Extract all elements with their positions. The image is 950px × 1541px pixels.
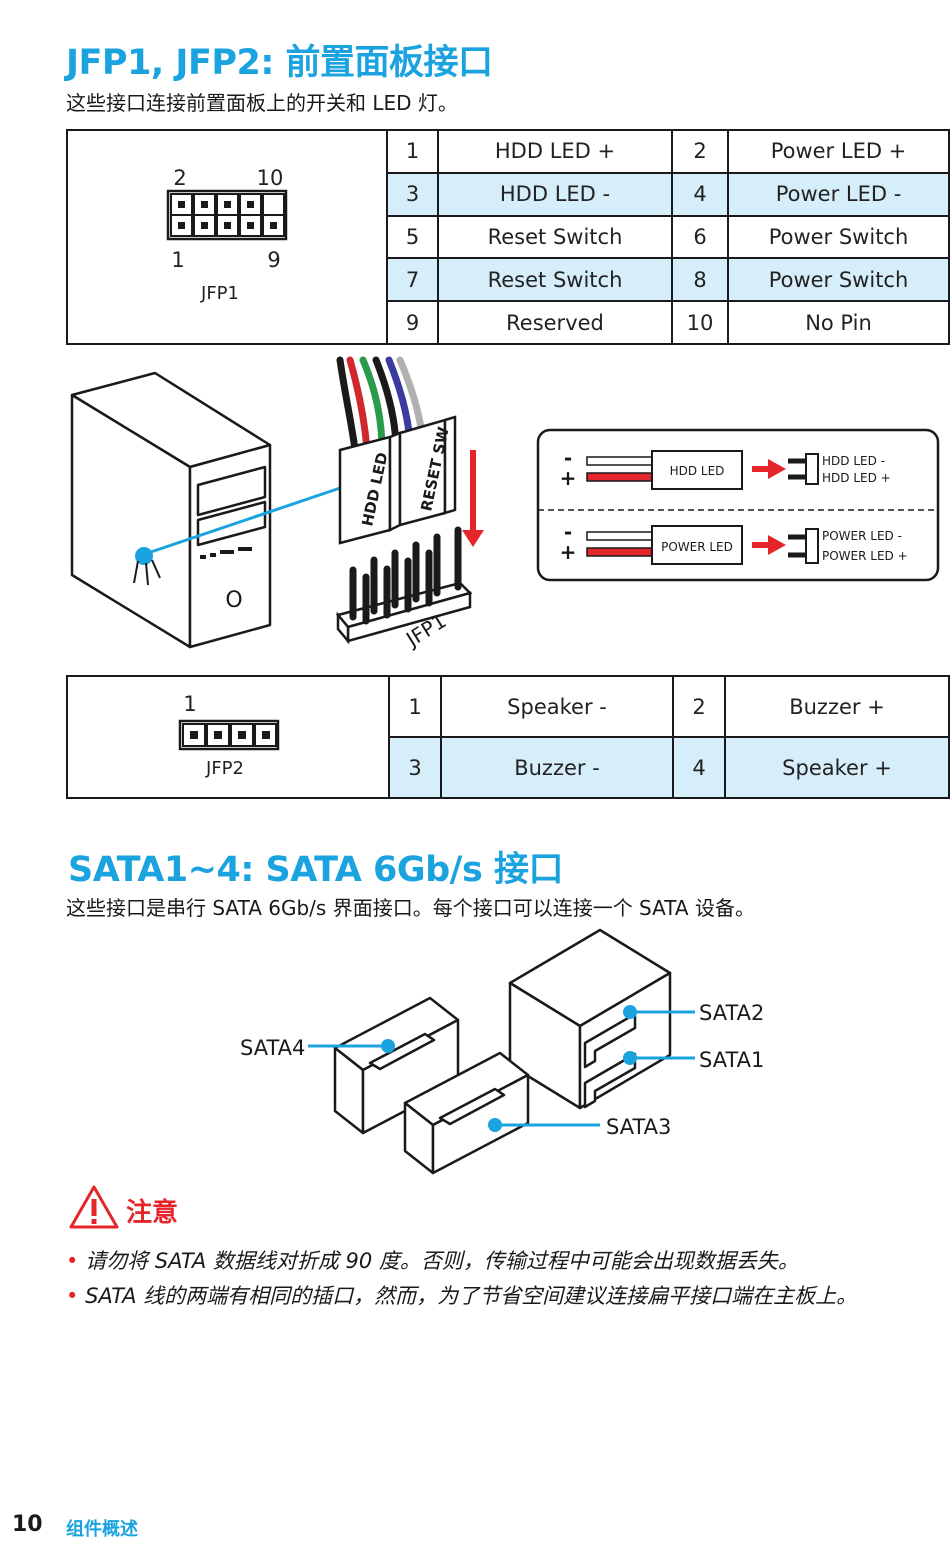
sata2-label: SATA2 xyxy=(699,1001,764,1025)
pin-name: Speaker - xyxy=(440,675,674,738)
sata1-label: SATA1 xyxy=(699,1048,764,1072)
section-intro-jfp: 这些接口连接前置面板上的开关和 LED 灯。 xyxy=(66,91,458,115)
pin-number: 2 xyxy=(672,675,726,738)
pin-name: Buzzer - xyxy=(440,736,674,799)
pin-number: 1 xyxy=(388,675,442,738)
pin-name: Reset Switch xyxy=(437,214,673,260)
table-row: 3 HDD LED - 4 Power LED - xyxy=(67,171,950,217)
pin-number: 8 xyxy=(671,257,729,303)
sata3-label: SATA3 xyxy=(606,1115,671,1139)
pin-name: Power Switch xyxy=(727,214,950,260)
section-intro-sata: 这些接口是串行 SATA 6Gb/s 界面接口。每个接口可以连接一个 SATA … xyxy=(66,896,755,920)
pin-name: HDD LED + xyxy=(437,129,673,174)
pin-number: 9 xyxy=(386,300,439,345)
pin-number: 4 xyxy=(672,736,726,799)
sata-ports-illustration: SATA4 SATA2 SATA1 SATA3 xyxy=(240,928,764,1175)
cable-label: HDD LED xyxy=(670,464,725,478)
jfp2-diagram-label: JFP2 xyxy=(205,758,244,779)
pin-number: 4 xyxy=(671,171,729,217)
table-row: 5 Reset Switch 6 Power Switch xyxy=(67,214,950,260)
jfp1-diagram-label: JFP1 xyxy=(200,283,239,304)
pin-number-label: 1 xyxy=(171,248,184,272)
jfp1-pin-table: 2 10 1 9 JFP1 1 HDD LED + 2 Power LED + … xyxy=(66,129,950,345)
table-row: 7 Reset Switch 8 Power Switch xyxy=(67,257,950,303)
jfp1-header-diagram: 2 10 1 9 JFP1 xyxy=(66,129,388,345)
pin-name: Reserved xyxy=(437,300,673,345)
pin-name: HDD LED - xyxy=(437,171,673,217)
svg-text:O: O xyxy=(225,588,242,613)
table-row: 3 Buzzer - 4 Speaker + xyxy=(67,736,950,799)
pin-number: 5 xyxy=(386,214,439,260)
jfp2-header-diagram: 1 JFP2 xyxy=(66,675,390,799)
table-row: 2 10 1 9 JFP1 1 HDD LED + 2 Power LED + xyxy=(66,129,950,345)
pin-name: Reset Switch xyxy=(437,257,673,303)
pin-number: 1 xyxy=(386,129,439,174)
pin-name: Power LED + xyxy=(727,129,950,174)
pin-name: Buzzer + xyxy=(724,675,950,738)
bullet-icon: • xyxy=(66,1249,79,1273)
jfp2-pin-table: 1 JFP2 1 Speaker - 2 Buzzer + 3 Buzzer -… xyxy=(66,675,950,799)
pc-case-icon xyxy=(70,371,272,649)
pin-number: 10 xyxy=(671,300,729,345)
pin-name: Power Switch xyxy=(727,257,950,303)
pin-name: No Pin xyxy=(727,300,950,345)
sata4-label: SATA4 xyxy=(240,1036,305,1060)
caution-item: • SATA 线的两端有相同的插口，然而，为了节省空间建议连接扁平接口端在主板上… xyxy=(66,1280,857,1310)
pin-number-label: 9 xyxy=(267,248,280,272)
caution-text: 请勿将 SATA 数据线对折成 90 度。否则，传输过程中可能会出现数据丢失。 xyxy=(85,1249,799,1273)
bullet-icon: • xyxy=(66,1284,79,1308)
table-row: 9 Reserved 10 No Pin xyxy=(67,300,950,345)
section-title-jfp: JFP1, JFP2: 前置面板接口 xyxy=(66,43,493,83)
page-number: 10 xyxy=(12,1512,43,1537)
pin-number: 6 xyxy=(671,214,729,260)
polarity-plus: + xyxy=(560,540,577,564)
pin-name: Speaker + xyxy=(724,736,950,799)
warning-icon xyxy=(69,1185,119,1229)
pin-label: HDD LED - xyxy=(822,454,885,468)
polarity-minus: - xyxy=(564,446,572,470)
pin-label: POWER LED - xyxy=(822,529,902,543)
pin-number-label: 2 xyxy=(173,166,186,190)
cable-label: POWER LED xyxy=(661,540,733,554)
caution-item: • 请勿将 SATA 数据线对折成 90 度。否则，传输过程中可能会出现数据丢失… xyxy=(66,1245,799,1275)
pin-label: POWER LED + xyxy=(822,549,908,563)
footer-section-name: 组件概述 xyxy=(66,1519,138,1540)
pin-label: HDD LED + xyxy=(822,471,891,485)
table-row: 1 JFP2 1 Speaker - 2 Buzzer + xyxy=(66,675,950,799)
pin-number-label: 1 xyxy=(183,692,196,716)
front-panel-illustration: O HDD LED RESET SW JFP1 xyxy=(70,356,940,652)
caution-text: SATA 线的两端有相同的插口，然而，为了节省空间建议连接扁平接口端在主板上。 xyxy=(85,1284,858,1308)
jfp1-pin-grid xyxy=(170,193,285,237)
led-polarity-box xyxy=(536,428,940,582)
pin-number: 3 xyxy=(386,171,439,217)
caution-title: 注意 xyxy=(126,1198,179,1228)
section-title-sata: SATA1~4: SATA 6Gb/s 接口 xyxy=(68,850,563,890)
pin-number: 2 xyxy=(671,129,729,174)
pin-name: Power LED - xyxy=(727,171,950,217)
pin-number-label: 10 xyxy=(257,166,284,190)
polarity-plus: + xyxy=(560,466,577,490)
pin-number: 3 xyxy=(388,736,442,799)
polarity-minus: - xyxy=(564,520,572,544)
pin-number: 7 xyxy=(386,257,439,303)
